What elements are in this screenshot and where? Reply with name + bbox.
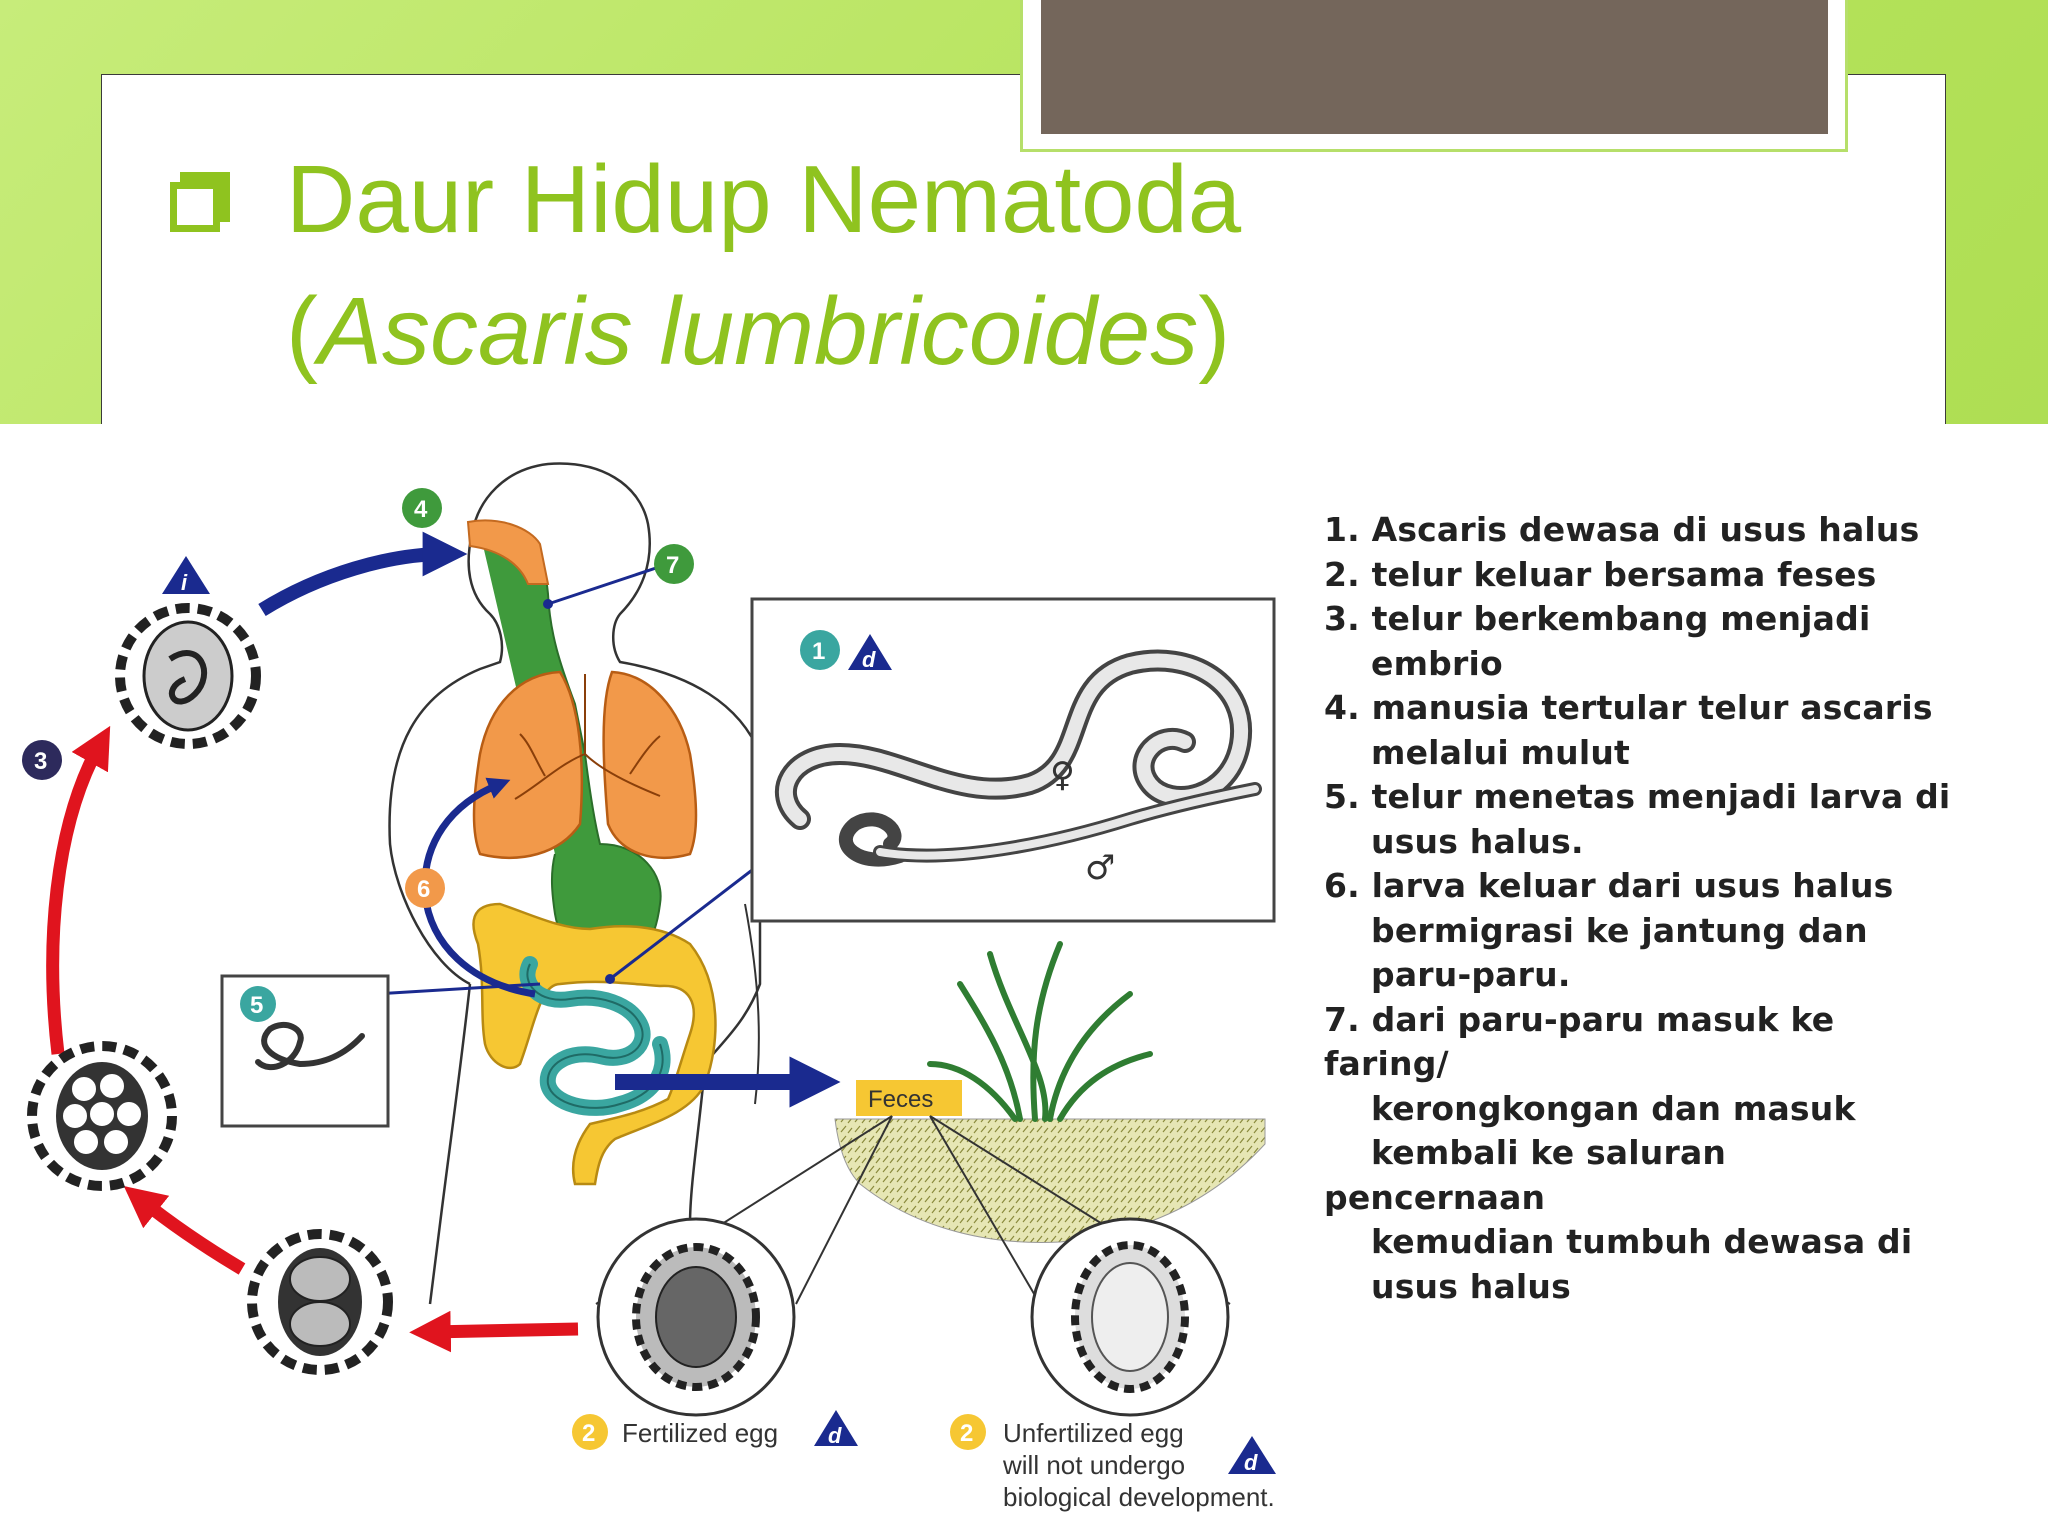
larva: [255, 1021, 365, 1071]
step-line: bermigrasi ke jantung dan: [1371, 910, 1868, 950]
badge-6: 6: [405, 868, 445, 908]
male-worm-fill: [876, 785, 1259, 860]
bronchi: [514, 674, 661, 800]
lung-right: [602, 670, 698, 859]
throat: [466, 519, 550, 585]
soil: [834, 1118, 1266, 1243]
pointer-7-dot: [543, 599, 553, 609]
feces-box: [856, 1080, 962, 1116]
step-line: kerongkongan dan masuk: [1371, 1088, 1856, 1128]
fertilized-egg-core: [655, 1266, 737, 1368]
step-line: 7. dari paru-paru masuk ke: [1324, 999, 1835, 1039]
step-line: 5. telur menetas menjadi larva di: [1324, 777, 1951, 816]
lung-left: [472, 670, 584, 859]
small-intestine-outline: [526, 963, 664, 1109]
unfertilized-egg-core: [1091, 1262, 1169, 1372]
ingestion-arrow: [258, 531, 468, 616]
male-symbol: ♂: [1085, 848, 1115, 888]
step-line: 2. telur keluar bersama feses: [1324, 554, 1877, 594]
badge-i: i: [162, 556, 210, 595]
slide-title-line-2: (Ascaris lumbricoides): [286, 284, 1230, 380]
species-name: Ascaris lumbricoides: [317, 278, 1199, 385]
badge-2-fertilized: 2: [572, 1414, 608, 1450]
svg-text:6: 6: [417, 876, 430, 903]
step-line: usus halus.: [1371, 821, 1584, 861]
life-cycle-steps: 1. Ascaris dewasa di usus halus 2. telur…: [1324, 508, 2040, 1309]
female-symbol: ♀: [1050, 755, 1075, 795]
badge-5: 5: [240, 986, 276, 1022]
title-paren-open: (: [286, 278, 318, 385]
body-outline: [388, 462, 762, 1304]
svg-text:2: 2: [582, 1420, 595, 1447]
step-line: melalui mulut: [1371, 732, 1631, 772]
pointer-7: [547, 562, 669, 606]
step-line: kembali ke saluran: [1371, 1133, 1727, 1172]
egg-morula: [27, 1041, 177, 1191]
step-line: 6. larva keluar dari usus halus: [1324, 866, 1894, 905]
badge-4: 4: [402, 488, 442, 528]
unfertilized-egg-label-2: will not undergo: [1002, 1450, 1185, 1480]
badge-2-unfertilized: 2: [950, 1414, 986, 1450]
badge-1: 1: [800, 630, 840, 670]
svg-text:2: 2: [960, 1420, 973, 1447]
svg-text:7: 7: [666, 552, 679, 579]
svg-text:d: d: [1244, 1450, 1258, 1475]
step-line: pencernaan: [1324, 1177, 1546, 1217]
feces-label: Feces: [868, 1086, 933, 1113]
unfertilized-egg-label-1: Unfertilized egg: [1003, 1418, 1184, 1448]
title-paren-close: ): [1198, 278, 1231, 385]
pointer-5: [374, 982, 541, 996]
cycle-arrow-bottom: [409, 1310, 579, 1353]
step-line: paru-paru.: [1371, 955, 1571, 994]
svg-text:4: 4: [414, 496, 428, 523]
svg-text:3: 3: [34, 748, 47, 775]
cycle-arrow-left: [46, 725, 111, 1055]
badge-3: 3: [22, 740, 62, 780]
life-cycle-diagram: ♀ ♂ Feces: [22, 462, 1276, 1512]
pointer-1-dot: [605, 974, 615, 984]
step-line: usus halus: [1371, 1266, 1571, 1306]
grass: [927, 941, 1153, 1122]
svg-text:d: d: [828, 1423, 842, 1448]
unfertilized-egg-label-3: biological development.: [1003, 1482, 1275, 1512]
badge-d-unfertilized: d: [1228, 1436, 1276, 1475]
badge-7: 7: [654, 544, 694, 584]
step-line: 3. telur berkembang menjadi: [1324, 599, 1871, 638]
svg-text:i: i: [181, 570, 188, 595]
svg-text:5: 5: [250, 992, 263, 1019]
step-line: embrio: [1371, 643, 1503, 683]
pointer-1: [609, 862, 761, 981]
body-outline-left: [428, 983, 472, 1305]
fertilized-egg-label: Fertilized egg: [622, 1418, 778, 1448]
cycle-arrow-lower-left: [123, 1186, 246, 1275]
large-intestine: [472, 902, 717, 1186]
checkbox-bullet-icon: [170, 172, 230, 232]
badge-d-adult: d: [848, 634, 892, 672]
content-area: ♀ ♂ Feces: [0, 424, 2048, 1536]
egg-embryonated: [115, 603, 261, 749]
egg-two-cell: [247, 1229, 393, 1375]
female-worm-fill: [778, 653, 1249, 826]
step-line: 1. Ascaris dewasa di usus halus: [1324, 510, 1920, 549]
badge-d-fertilized: d: [814, 1410, 858, 1448]
svg-text:d: d: [862, 647, 876, 672]
step-line: kemudian tumbuh dewasa di: [1371, 1222, 1913, 1261]
title-plate: [1041, 0, 1828, 134]
step-line: faring/: [1324, 1044, 1449, 1083]
slide-title-line-1: Daur Hidup Nematoda: [286, 146, 1242, 253]
svg-text:1: 1: [812, 638, 825, 665]
step-line: 4. manusia tertular telur ascaris: [1324, 688, 1933, 727]
